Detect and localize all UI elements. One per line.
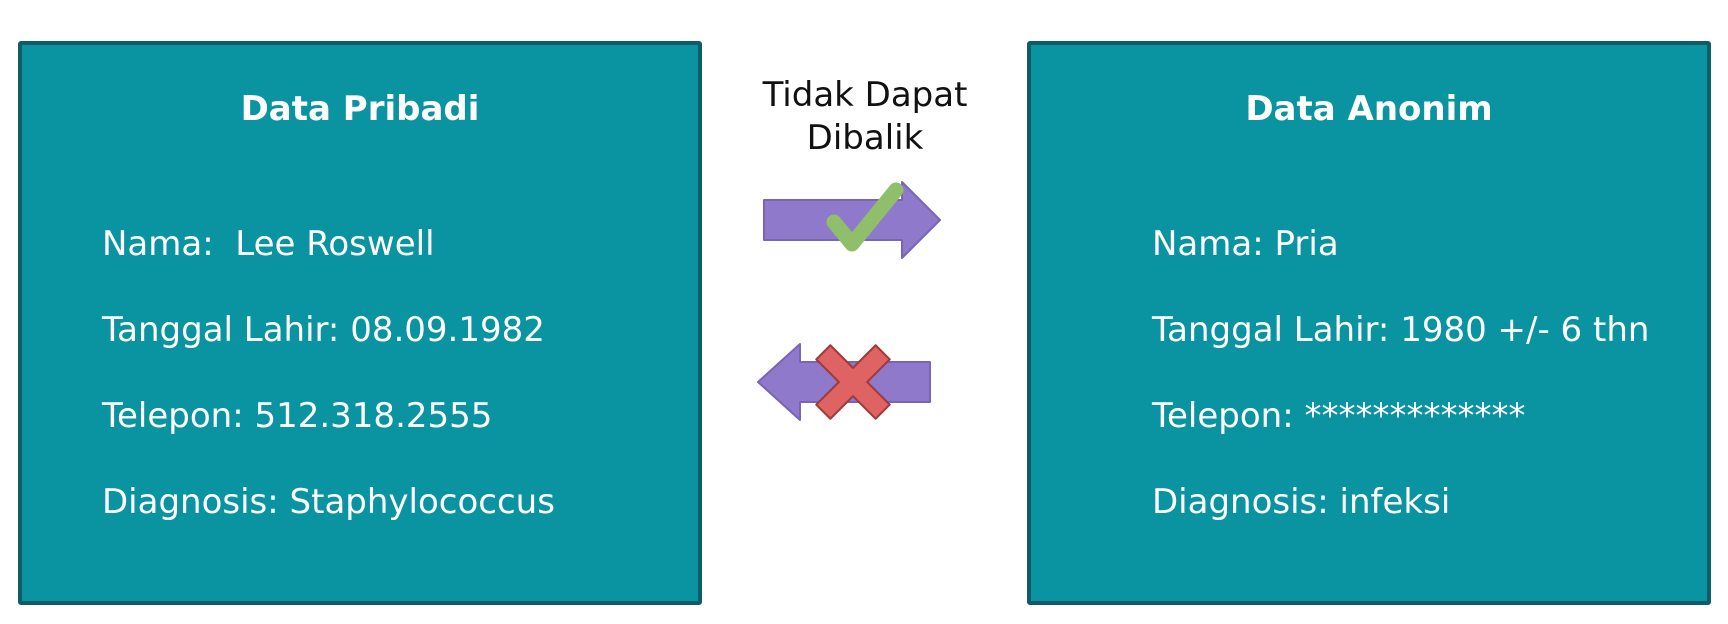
personal-data-title: Data Pribadi — [240, 89, 480, 129]
forward-arrow-check — [763, 181, 941, 259]
anonymous-diagnosis-field: Diagnosis: infeksi — [1152, 482, 1451, 522]
anonymous-data-title: Data Anonim — [1245, 89, 1493, 129]
backward-arrow-cross — [757, 343, 931, 421]
irreversible-heading-line1: Tidak Dapat — [762, 75, 968, 115]
irreversible-heading-line2: Dibalik — [806, 118, 924, 158]
anonymous-phone-field: Telepon: ************* — [1152, 396, 1526, 436]
personal-data-panel: Data Pribadi Nama: Lee Roswell Tanggal L… — [18, 41, 702, 605]
cross-icon — [815, 344, 891, 420]
anonymous-name-field: Nama: Pria — [1152, 224, 1339, 264]
checkmark-icon — [826, 182, 904, 252]
irreversible-heading: Tidak Dapat Dibalik — [735, 74, 995, 160]
personal-birthdate-field: Tanggal Lahir: 08.09.1982 — [102, 310, 545, 350]
personal-name-field: Nama: Lee Roswell — [102, 224, 435, 264]
personal-diagnosis-field: Diagnosis: Staphylococcus — [102, 482, 555, 522]
personal-phone-field: Telepon: 512.318.2555 — [102, 396, 493, 436]
anonymous-birthdate-field: Tanggal Lahir: 1980 +/- 6 thn — [1152, 310, 1650, 350]
anonymous-data-panel: Data Anonim Nama: Pria Tanggal Lahir: 19… — [1027, 41, 1711, 605]
